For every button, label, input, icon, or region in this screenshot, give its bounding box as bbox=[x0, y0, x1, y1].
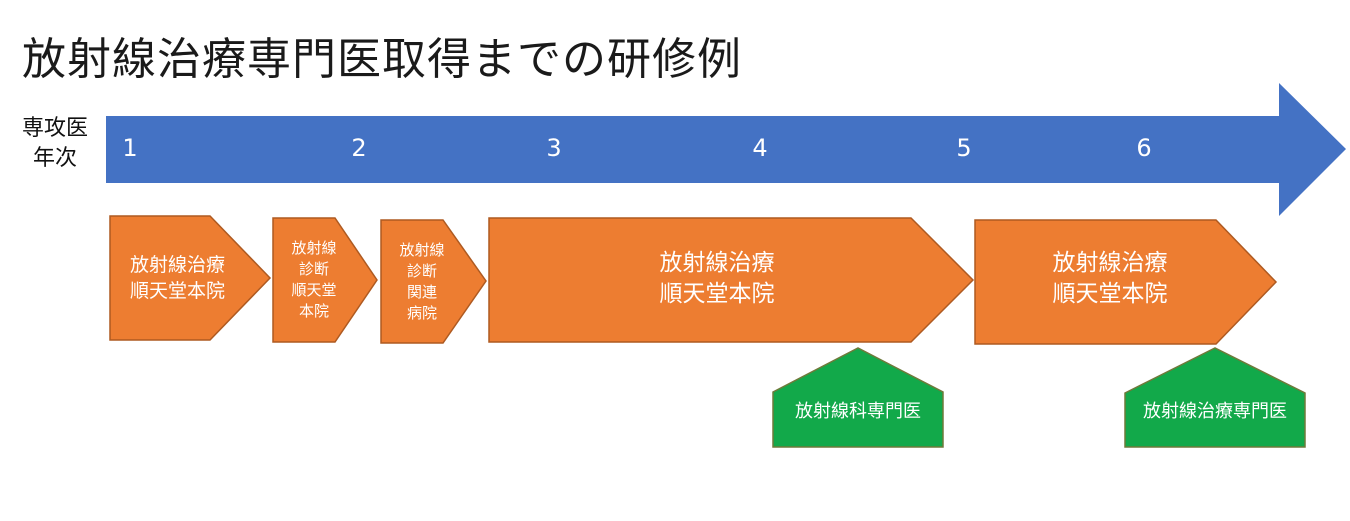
rotation-text-2: 放射線 診断 順天堂 本院 bbox=[291, 239, 337, 320]
rotation-chevron-5 bbox=[974, 219, 1278, 345]
year-label-2: 2 bbox=[351, 134, 367, 162]
year-label-1: 1 bbox=[122, 134, 138, 162]
certification-marker-1 bbox=[772, 347, 944, 448]
rotation-chevron-3 bbox=[380, 219, 487, 344]
certification-marker-2 bbox=[1124, 347, 1306, 448]
rotation-text-3: 放射線 診断 関連 病院 bbox=[399, 240, 445, 322]
resident-year-label: 専攻医 年次 bbox=[21, 116, 88, 171]
rotation-label-4: 放射線治療 順天堂本院 bbox=[489, 218, 945, 342]
certification-label-2: 放射線治療専門医 bbox=[1125, 392, 1305, 432]
rotation-chevron-1 bbox=[109, 215, 272, 341]
rotation-label-3: 放射線 診断 関連 病院 bbox=[381, 220, 463, 343]
rotation-label-1: 放射線治療 順天堂本院 bbox=[110, 216, 245, 340]
year-label-3: 3 bbox=[546, 134, 562, 162]
certification-label-1: 放射線科専門医 bbox=[773, 392, 943, 432]
certification-text-1: 放射線科専門医 bbox=[795, 401, 921, 422]
year-label-6: 6 bbox=[1136, 134, 1152, 162]
certification-text-2: 放射線治療専門医 bbox=[1143, 401, 1287, 422]
rotation-chevron-2 bbox=[272, 217, 378, 343]
rotation-text-4: 放射線治療 順天堂本院 bbox=[659, 250, 775, 307]
page-title: 放射線治療専門医取得までの研修例 bbox=[22, 34, 742, 85]
timeline-arrow bbox=[106, 83, 1346, 216]
rotation-label-5: 放射線治療 順天堂本院 bbox=[975, 220, 1245, 344]
rotation-chevron-4 bbox=[488, 217, 975, 343]
rotation-text-5: 放射線治療 順天堂本院 bbox=[1052, 250, 1168, 307]
year-label-5: 5 bbox=[956, 134, 972, 162]
year-label-4: 4 bbox=[752, 134, 768, 162]
rotation-label-2: 放射線 診断 順天堂 本院 bbox=[273, 218, 355, 342]
rotation-text-1: 放射線治療 順天堂本院 bbox=[129, 254, 225, 302]
